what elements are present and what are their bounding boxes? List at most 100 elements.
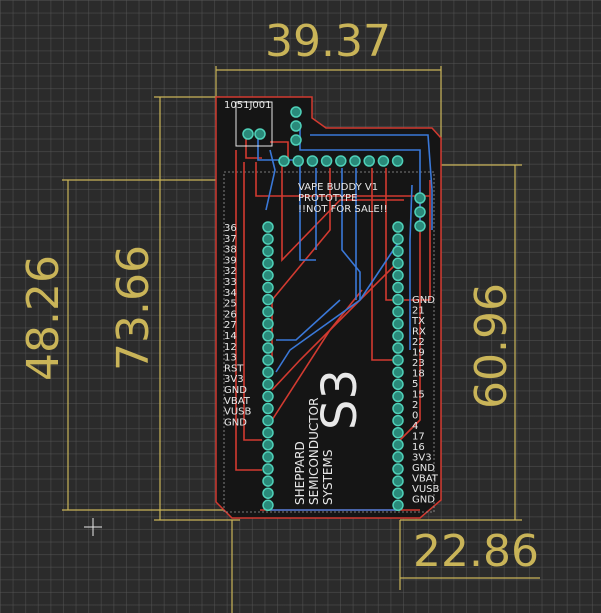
- left-pin-label: 26: [224, 309, 237, 320]
- pad[interactable]: [262, 451, 274, 463]
- pad[interactable]: [262, 342, 274, 354]
- company-line-3: SYSTEMS: [321, 450, 335, 505]
- pad[interactable]: [262, 366, 274, 378]
- header-row-top[interactable]: [278, 155, 404, 167]
- left-pin-label: 37: [224, 234, 237, 245]
- right-pin-label: VBAT: [412, 474, 439, 485]
- pad[interactable]: [363, 155, 375, 167]
- cursor-crosshair: [84, 518, 102, 536]
- pad[interactable]: [392, 499, 404, 512]
- pad[interactable]: [392, 330, 404, 342]
- pad[interactable]: [262, 221, 274, 233]
- right-pin-label: 23: [412, 358, 425, 369]
- right-pin-label: 5: [412, 379, 418, 390]
- pad[interactable]: [262, 354, 274, 366]
- pad[interactable]: [392, 233, 404, 245]
- connector-label: 1051J001: [224, 100, 272, 111]
- pad[interactable]: [392, 342, 404, 354]
- silkscreen-company: SHEPPARD SEMICONDUCTOR SYSTEMS: [293, 398, 335, 505]
- right-pin-label: 21: [412, 306, 425, 317]
- right-pin-label: GND: [412, 495, 435, 506]
- board-outline[interactable]: [215, 96, 442, 519]
- left-pin-label: 36: [224, 223, 237, 234]
- pad[interactable]: [392, 366, 404, 378]
- pad[interactable]: [262, 281, 274, 294]
- pad[interactable]: [306, 155, 319, 167]
- title-line-1: VAPE BUDDY V1: [298, 182, 378, 193]
- right-pin-label: 2: [412, 400, 418, 411]
- left-pin-label: 33: [224, 277, 237, 288]
- pad[interactable]: [262, 318, 274, 330]
- left-pin-label: 25: [224, 299, 237, 310]
- pad[interactable]: [262, 257, 274, 270]
- pad[interactable]: [377, 155, 390, 167]
- pad[interactable]: [292, 155, 304, 167]
- pad[interactable]: [392, 402, 404, 415]
- pad[interactable]: [392, 426, 404, 439]
- pad[interactable]: [392, 305, 404, 318]
- pad[interactable]: [278, 155, 290, 167]
- pad[interactable]: [392, 451, 404, 463]
- board-keepout: [223, 171, 435, 513]
- pad[interactable]: [262, 305, 274, 318]
- pad[interactable]: [392, 269, 404, 282]
- header-left-column[interactable]: [262, 221, 274, 512]
- connector-j1[interactable]: 1051J001: [224, 100, 273, 147]
- left-pin-label: GND: [224, 417, 247, 428]
- pad[interactable]: [392, 245, 404, 257]
- right-pin-label: 22: [412, 337, 425, 348]
- pad[interactable]: [392, 390, 404, 403]
- header-right-column[interactable]: [392, 221, 404, 512]
- pad[interactable]: [392, 281, 404, 294]
- pad[interactable]: [262, 499, 274, 512]
- header-3pin-top[interactable]: [290, 106, 302, 146]
- left-pin-label: 34: [224, 288, 237, 299]
- left-pin-label: 13: [224, 353, 237, 364]
- pad[interactable]: [392, 414, 404, 427]
- pad[interactable]: [335, 155, 347, 167]
- pad[interactable]: [262, 439, 274, 451]
- pad[interactable]: [262, 378, 274, 391]
- pad[interactable]: [262, 414, 274, 427]
- pad[interactable]: [262, 330, 274, 342]
- title-line-2: PROTOTYPE: [298, 193, 357, 204]
- pad[interactable]: [262, 269, 274, 282]
- pad[interactable]: [262, 402, 274, 415]
- pad[interactable]: [392, 293, 404, 306]
- dimension-left-inner-height: 73.66: [108, 245, 159, 371]
- left-pin-label: 27: [224, 320, 237, 331]
- pad[interactable]: [262, 426, 274, 439]
- pad[interactable]: [392, 463, 404, 475]
- pad[interactable]: [392, 475, 404, 487]
- left-pin-label: GND: [224, 385, 247, 396]
- pad[interactable]: [392, 354, 404, 366]
- right-pin-label: 16: [412, 442, 425, 453]
- pad[interactable]: [262, 245, 274, 257]
- left-pin-labels: 36373839323334252627141213RST3V3GNDVBATV…: [224, 223, 252, 428]
- pad[interactable]: [320, 155, 333, 167]
- pad[interactable]: [262, 293, 274, 306]
- left-pin-label: 32: [224, 266, 237, 277]
- right-pin-label: GND: [412, 463, 435, 474]
- left-pin-label: 39: [224, 255, 237, 266]
- pad[interactable]: [262, 475, 274, 487]
- pad[interactable]: [392, 221, 404, 233]
- right-pin-label: 4: [412, 421, 418, 432]
- dimension-board-width: 39.37: [265, 16, 391, 67]
- pad[interactable]: [262, 390, 274, 403]
- pad[interactable]: [392, 318, 404, 330]
- header-3pin-right[interactable]: [414, 192, 426, 232]
- pad[interactable]: [262, 487, 274, 499]
- pad[interactable]: [262, 233, 274, 245]
- pad[interactable]: [392, 439, 404, 451]
- dimension-right-height: 60.96: [466, 283, 517, 409]
- pad[interactable]: [392, 257, 404, 270]
- right-pin-label: 0: [412, 411, 418, 422]
- pad[interactable]: [391, 155, 404, 167]
- pad[interactable]: [349, 155, 361, 167]
- pad[interactable]: [262, 463, 274, 475]
- pad[interactable]: [392, 378, 404, 391]
- silkscreen-title: VAPE BUDDY V1 PROTOTYPE !!NOT FOR SALE!!: [298, 182, 388, 215]
- pad[interactable]: [392, 487, 404, 499]
